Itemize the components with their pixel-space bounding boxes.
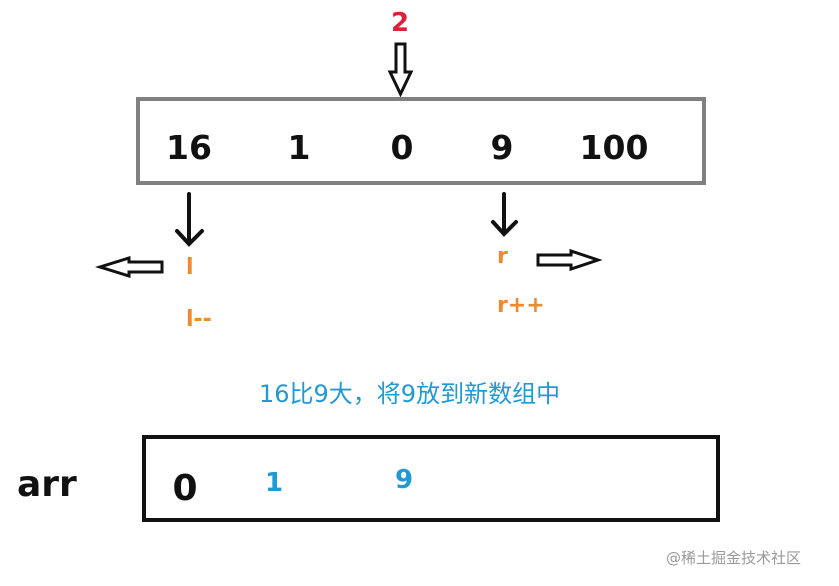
array-cell: 1 — [287, 128, 311, 167]
pivot-down-arrow-icon — [387, 42, 414, 98]
right-down-arrow-icon — [491, 192, 518, 237]
left-down-arrow-icon — [175, 192, 204, 247]
left-outline-arrow-icon — [94, 255, 164, 279]
pivot-label: 2 — [391, 8, 410, 38]
watermark: @稀土掘金技术社区 — [666, 549, 802, 567]
array-cell: 100 — [579, 128, 649, 167]
left-pointer-step: l-- — [186, 307, 212, 332]
result-cell-first: 0 — [172, 468, 198, 509]
result-array-box — [142, 435, 720, 522]
array-cell: 9 — [490, 128, 514, 167]
caption-text: 16比9大，将9放到新数组中 — [259, 380, 561, 408]
right-pointer-step: r++ — [497, 293, 545, 318]
left-pointer-label: l — [186, 255, 194, 280]
result-array-label: arr — [17, 464, 77, 505]
right-pointer-label: r — [497, 244, 508, 269]
result-cell: 1 — [264, 468, 284, 498]
array-cell: 16 — [166, 128, 212, 167]
result-cell: 9 — [394, 465, 414, 495]
array-cell: 0 — [390, 128, 414, 167]
right-outline-arrow-icon — [536, 248, 603, 272]
source-array-box — [136, 97, 706, 185]
